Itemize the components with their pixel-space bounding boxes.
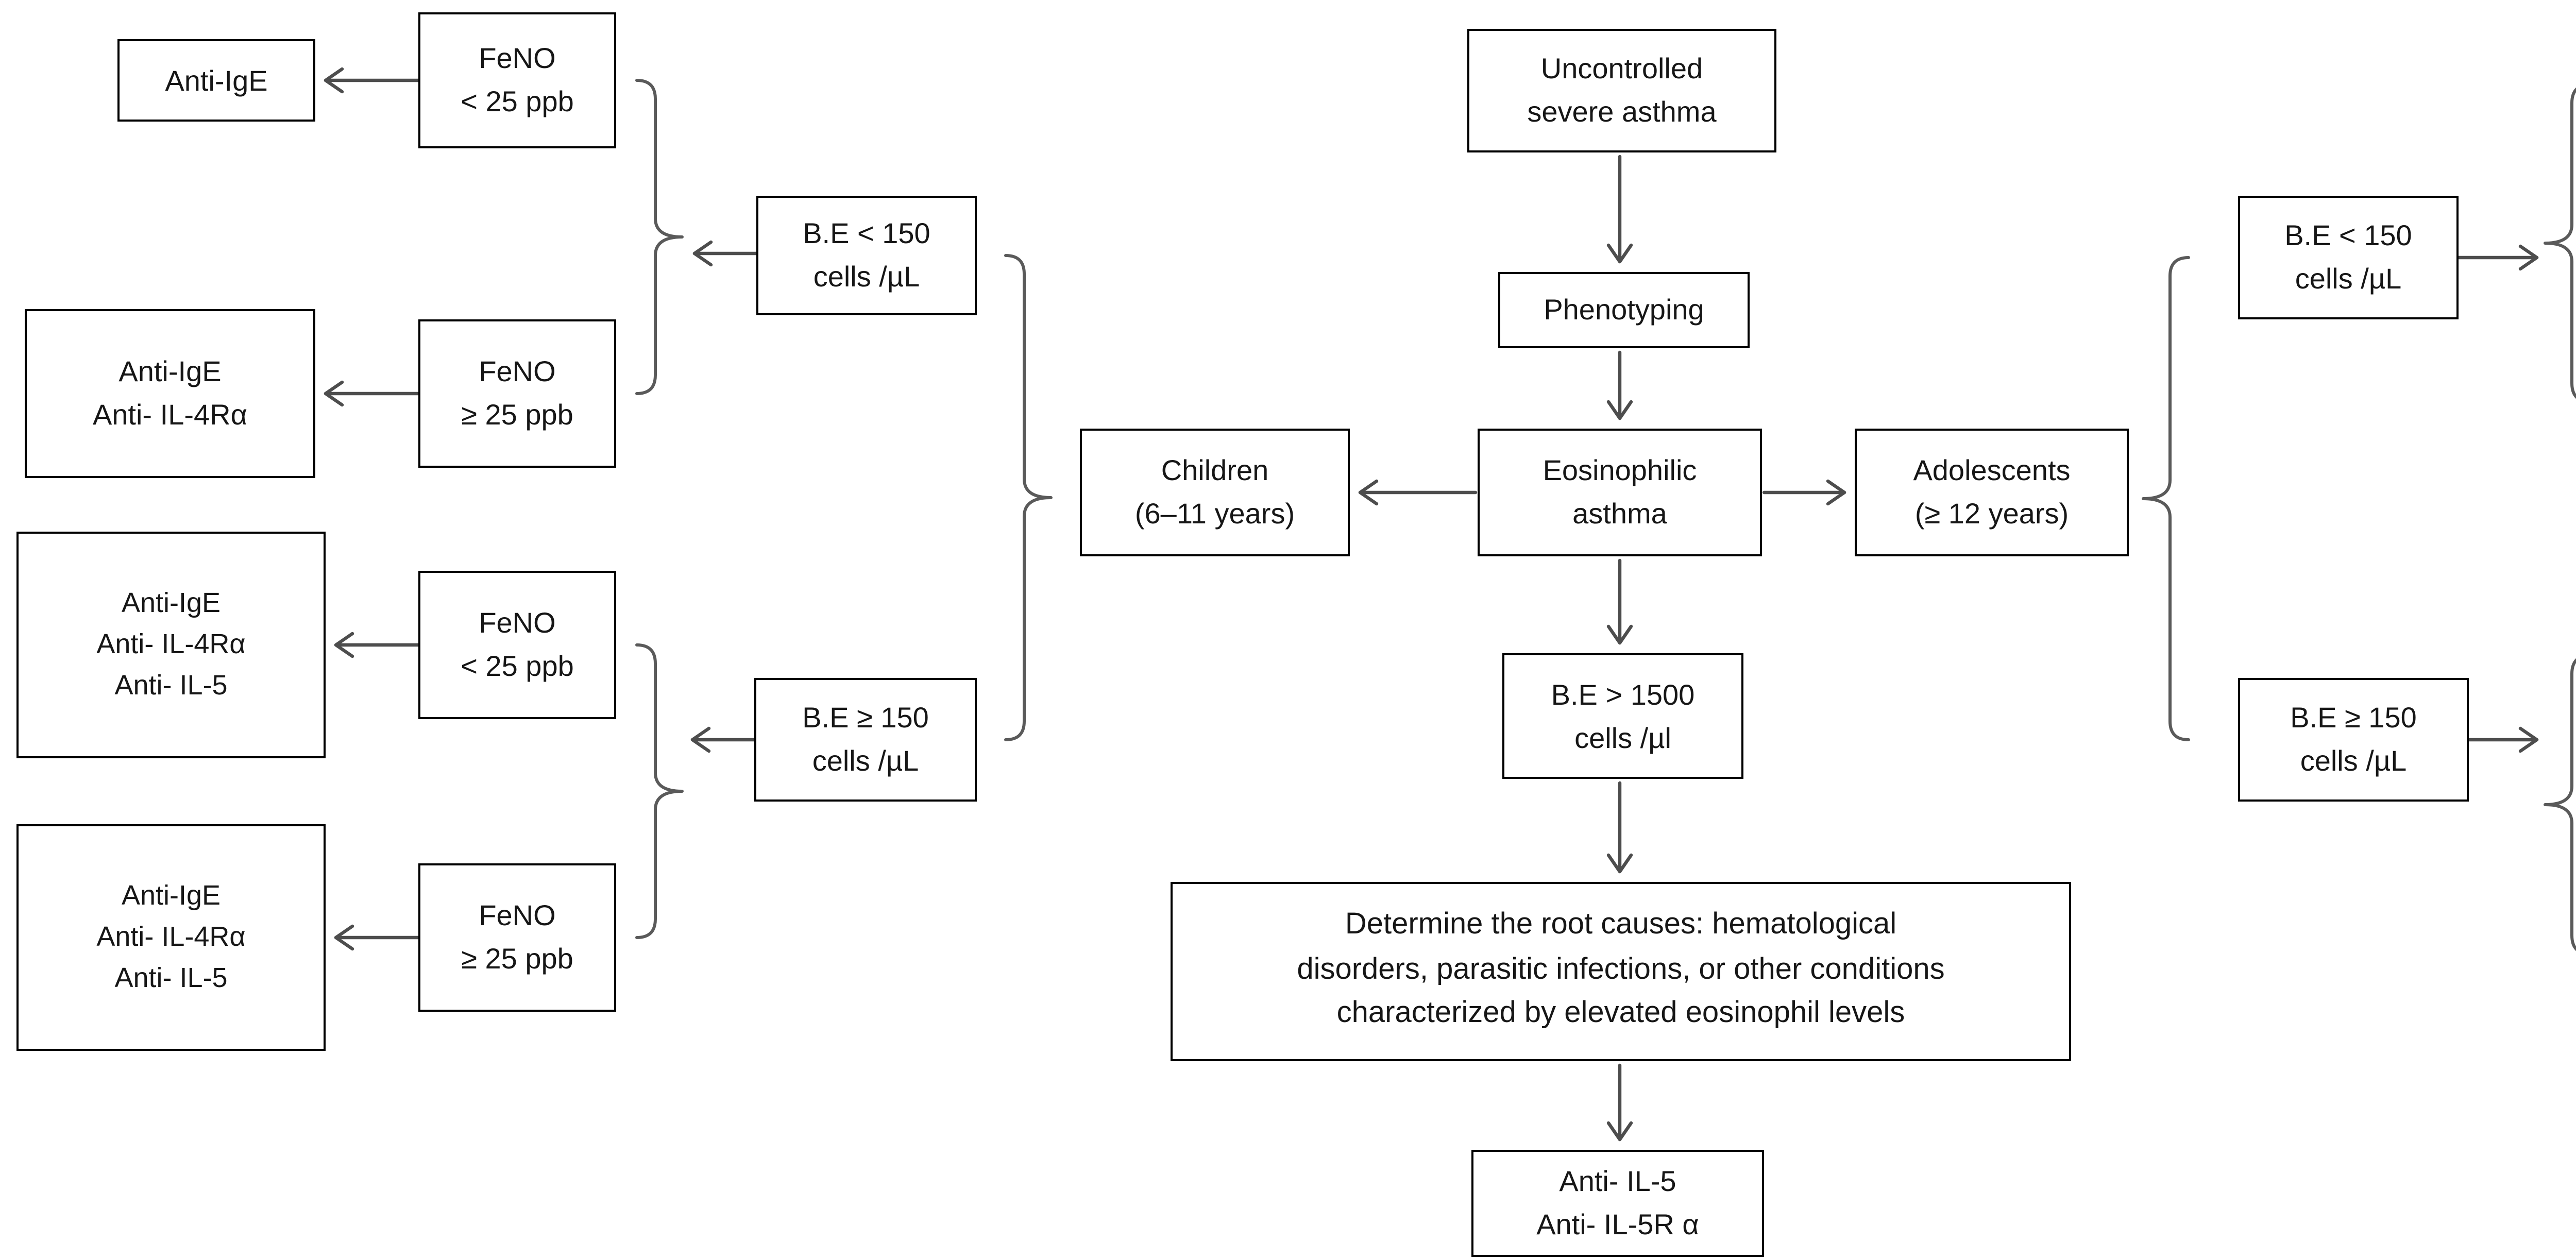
node-right-be-high-line: cells /µL	[2300, 744, 2407, 777]
node-children-line: Children	[1161, 453, 1269, 486]
node-phenotyping: Phenotyping	[1498, 272, 1750, 348]
node-phenotyping-line: Phenotyping	[1544, 293, 1704, 326]
node-left-be-low-line: B.E < 150	[803, 216, 930, 249]
node-left-feno-high-1-line: FeNO	[479, 354, 556, 387]
node-uncontrolled-severe-asthma: Uncontrolled severe asthma	[1467, 29, 1776, 152]
node-left-treat-1: Anti-IgE	[117, 39, 315, 122]
node-left-treat-2: Anti-IgE Anti- IL-4Rα	[25, 309, 315, 478]
node-right-be-high-line: B.E ≥ 150	[2290, 701, 2417, 734]
node-uncontrolled-severe-asthma-line: Uncontrolled	[1540, 52, 1703, 84]
node-eosinophilic-asthma-line: asthma	[1572, 497, 1667, 530]
node-left-treat-4-line: Anti-IgE	[121, 879, 221, 910]
node-root-causes-line: characterized by elevated eosinophil lev…	[1336, 998, 1905, 1031]
node-right-be-low-line: cells /µL	[2295, 262, 2402, 295]
node-be-over-1500-line: cells /µl	[1574, 720, 1671, 753]
node-adolescents-line: (≥ 12 years)	[1914, 497, 2069, 530]
node-left-feno-low-2: FeNO < 25 ppb	[418, 571, 616, 719]
node-eosinophilic-asthma-line: Eosinophilic	[1543, 453, 1697, 486]
arrow-head-right-be-high-to-brace	[2518, 726, 2539, 753]
node-left-feno-high-1: FeNO ≥ 25 ppb	[418, 319, 616, 468]
node-root-causes-line: disorders, parasitic infections, or othe…	[1297, 953, 1945, 986]
arrow-head-eosinophilic-to-adolescents	[1826, 479, 1846, 506]
brace-left-brace-be	[1004, 254, 1053, 741]
node-left-feno-low-1: FeNO < 25 ppb	[418, 12, 616, 148]
node-anti-il5-final-line: Anti- IL-5R α	[1536, 1207, 1699, 1240]
arrow-head-right-be-low-to-brace	[2518, 244, 2539, 271]
node-left-feno-low-1-line: < 25 ppb	[461, 84, 574, 117]
node-left-feno-low-2-line: FeNO	[479, 606, 556, 639]
node-adolescents: Adolescents (≥ 12 years)	[1855, 429, 2129, 556]
node-left-be-high-line: cells /µL	[812, 744, 919, 777]
node-right-be-low-line: B.E < 150	[2284, 218, 2412, 251]
brace-right-brace-feno-top	[2544, 87, 2576, 399]
node-left-feno-high-1-line: ≥ 25 ppb	[461, 398, 573, 431]
node-adolescents-line: Adolescents	[1913, 453, 2071, 486]
node-left-be-low: B.E < 150 cells /µL	[756, 196, 977, 315]
node-right-be-low: B.E < 150 cells /µL	[2238, 196, 2459, 319]
node-left-treat-2-line: Anti-IgE	[118, 354, 222, 387]
node-left-feno-low-1-line: FeNO	[479, 41, 556, 74]
node-left-treat-3-line: Anti-IgE	[121, 586, 221, 618]
node-left-feno-high-2: FeNO ≥ 25 ppb	[418, 863, 616, 1012]
arrow-head-left-feno4-to-treat4	[334, 924, 354, 951]
arrow-head-eosinophilic-to-be1500	[1606, 624, 1633, 645]
node-be-over-1500: B.E > 1500 cells /µl	[1502, 653, 1743, 779]
node-anti-il5-final-line: Anti- IL-5	[1559, 1164, 1676, 1197]
arrow-head-left-be-high-to-brace	[690, 726, 711, 753]
node-children-line: (6–11 years)	[1134, 497, 1295, 530]
brace-right-brace-feno-bottom	[2544, 658, 2576, 951]
node-left-treat-3-line: Anti- IL-4Rα	[96, 628, 246, 659]
arrow-head-left-be-low-to-brace	[692, 240, 713, 267]
node-left-treat-3-line: Anti- IL-5	[114, 670, 228, 701]
node-left-be-high: B.E ≥ 150 cells /µL	[754, 678, 977, 802]
brace-left-brace-feno-top	[635, 79, 684, 395]
node-left-feno-low-2-line: < 25 ppb	[461, 649, 574, 682]
arrow-head-be1500-to-root	[1606, 853, 1633, 874]
node-left-feno-high-2-line: ≥ 25 ppb	[461, 942, 573, 975]
node-eosinophilic-asthma: Eosinophilic asthma	[1478, 429, 1762, 556]
node-uncontrolled-severe-asthma-line: severe asthma	[1527, 95, 1717, 128]
brace-right-brace-be	[2142, 256, 2190, 741]
arrow-head-left-feno3-to-treat3	[334, 632, 354, 658]
node-right-be-high: B.E ≥ 150 cells /µL	[2238, 678, 2469, 802]
node-root-causes: Determine the root causes: hematological…	[1171, 882, 2071, 1061]
brace-left-brace-feno-bottom	[635, 643, 684, 939]
arrow-head-eosinophilic-to-children	[1358, 479, 1379, 506]
node-left-treat-2-line: Anti- IL-4Rα	[92, 398, 247, 431]
node-root-causes-line: Determine the root causes: hematological	[1345, 908, 1897, 942]
arrow-head-left-feno2-to-treat2	[324, 380, 344, 407]
node-left-feno-high-2-line: FeNO	[479, 898, 556, 931]
node-left-be-low-line: cells /µL	[813, 260, 920, 293]
node-left-treat-4-line: Anti- IL-4Rα	[96, 921, 246, 952]
arrow-head-phenotyping-to-eosinophilic	[1606, 400, 1633, 420]
arrow-head-root-to-anti-il5	[1606, 1121, 1633, 1142]
node-left-treat-1-line: Anti-IgE	[165, 63, 268, 96]
arrow-head-left-feno1-to-treat1	[324, 67, 344, 94]
node-left-treat-4-line: Anti- IL-5	[114, 962, 228, 994]
arrow-head-uncontrolled-to-phenotyping	[1606, 243, 1633, 264]
node-children: Children (6–11 years)	[1080, 429, 1350, 556]
node-be-over-1500-line: B.E > 1500	[1551, 677, 1695, 710]
node-left-be-high-line: B.E ≥ 150	[802, 701, 929, 734]
